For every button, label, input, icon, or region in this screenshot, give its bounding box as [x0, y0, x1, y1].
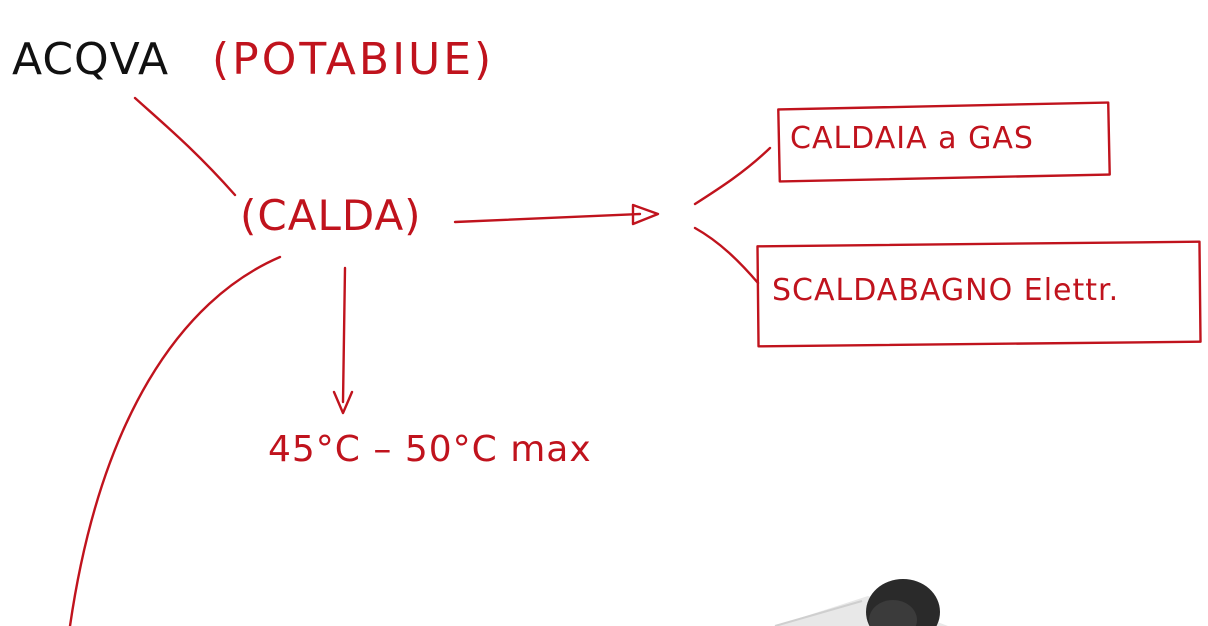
connector-split-to-caldaia: [693, 146, 772, 206]
connector-acqua-to-calda: [133, 96, 237, 197]
arrowhead-down: [332, 390, 354, 415]
connector-calda-to-temperature: [341, 266, 347, 404]
source-scaldabagno-label: SCALDABAGNO Elettr.: [772, 273, 1120, 308]
source-caldaia-label: CALDAIA a GAS: [790, 121, 1034, 156]
arrowhead-right: [631, 203, 660, 226]
caldaia-box: [777, 101, 1111, 183]
temperature-range: 45°C – 50°C max: [268, 429, 592, 470]
title-acqua: ACQVA: [12, 34, 170, 85]
kettle-image: [774, 579, 948, 626]
qualifier-potabile: (POTABIUE): [212, 34, 495, 85]
scaldabagno-box: [756, 240, 1202, 348]
connector-calda-to-split: [453, 212, 642, 224]
connector-split-to-scaldabagno: [693, 226, 760, 285]
hot-node-calda: (CALDA): [240, 191, 422, 240]
connector-calda-sweep: [68, 255, 282, 626]
